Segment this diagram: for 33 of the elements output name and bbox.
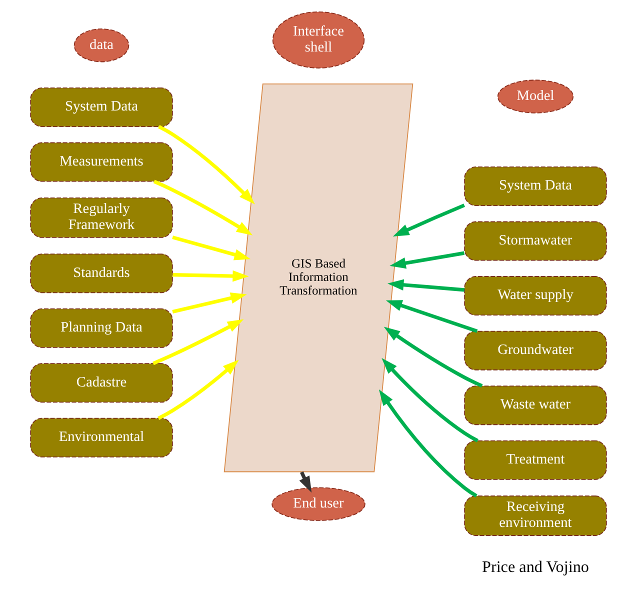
arrow xyxy=(383,326,482,388)
arrow xyxy=(389,251,464,269)
arrow xyxy=(152,319,244,366)
node-box: Groundwater xyxy=(464,330,606,370)
arrow xyxy=(392,204,464,237)
node-box: Receiving environment xyxy=(464,496,606,536)
node-ellipse: Interface shell xyxy=(272,11,364,68)
arrow xyxy=(172,236,250,260)
node-box: Environmental xyxy=(30,418,172,458)
node-box: Treatment xyxy=(464,440,606,480)
node-box: Waste water xyxy=(464,386,606,426)
arrow xyxy=(381,358,478,442)
node-box: Standards xyxy=(30,254,172,294)
node-ellipse: Model xyxy=(496,80,574,114)
arrow xyxy=(386,279,464,292)
arrow xyxy=(152,180,252,236)
arrow xyxy=(378,389,477,498)
arrow xyxy=(158,124,254,204)
arrow xyxy=(157,360,238,420)
arrow xyxy=(172,270,248,282)
label: Price and Vojino xyxy=(481,558,588,576)
node-box: Planning Data xyxy=(30,308,172,348)
node-box: System Data xyxy=(464,166,606,206)
node-box: Stormawater xyxy=(464,221,606,261)
node-box: Cadastre xyxy=(30,363,172,403)
node-ellipse: End user xyxy=(271,487,365,521)
node-box: System Data xyxy=(30,88,172,128)
node-ellipse: data xyxy=(73,28,129,62)
arrow xyxy=(385,300,478,333)
node-box: Regularly Framework xyxy=(30,198,172,238)
node-box: Water supply xyxy=(464,276,606,316)
node-box: Measurements xyxy=(30,142,172,182)
arrow xyxy=(172,292,246,314)
